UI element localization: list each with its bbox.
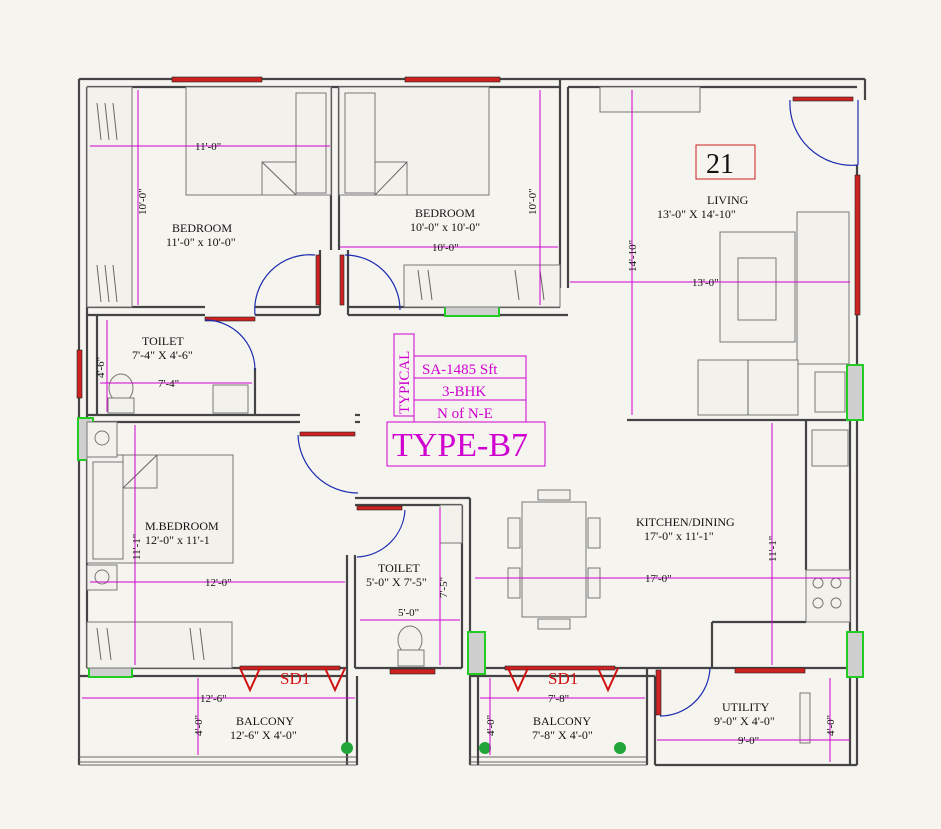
dimension-lines [82,90,850,762]
kitchen-height-dim: 11'-1" [767,536,779,562]
toilet1-name: TOILET [142,334,184,348]
master-width-dim: 12'-0" [205,577,232,589]
balcony2-size: 7'-8" X 4'-0" [532,728,593,742]
type-label: TYPE-B7 [392,427,528,464]
living-width-dim: 13'-0" [692,277,719,289]
kitchen-width-dim: 17'-0" [645,573,672,585]
unit-number-box [695,144,756,180]
bedroom1-name: BEDROOM [172,221,232,235]
toilet2-width-dim: 5'-0" [398,607,419,619]
living-size: 13'-0" X 14'-10" [657,207,736,221]
utility-size: 9'-0" X 4'-0" [714,714,775,728]
living-name: LIVING [707,193,749,207]
typical-label: TYPICAL [397,351,413,414]
toilet1-height-dim: 4'-6" [95,357,107,378]
bedroom2-name: BEDROOM [415,206,475,220]
toilet1-width-dim: 7'-4" [158,378,179,390]
area-label: SA-1485 Sft [422,362,498,378]
kitchen-size: 17'-0" x 11'-1" [644,529,714,543]
balcony2-height-dim: 4'-0" [485,715,497,736]
windows [76,76,861,716]
toilet2-height-dim: 7'-5" [438,577,450,598]
toilet1-size: 7'-4" X 4'-6" [132,348,193,362]
plan-info-block [386,333,546,467]
bhk-label: 3-BHK [442,384,486,400]
facing-label: N of N-E [437,406,493,422]
furniture [86,86,851,754]
balcony2-name: BALCONY [533,714,591,728]
toilet2-name: TOILET [378,561,420,575]
master-size: 12'-0" x 11'-1 [145,533,210,547]
door-swings [204,99,859,717]
bedroom1-height-dim: 10'-0" [137,188,149,215]
master-height-dim: 11'-1" [131,534,143,560]
balcony2-width-dim: 7'-8" [548,693,569,705]
kitchen-name: KITCHEN/DINING [636,515,735,529]
living-height-dim: 14'-10" [627,240,639,272]
bedroom1-width-dim: 11'-0" [195,141,221,153]
unit-number: 21 [706,149,734,180]
bedroom2-size: 10'-0" x 10'-0" [410,220,480,234]
bedroom1-size: 11'-0" x 10'-0" [166,235,236,249]
sd1-tag-right: SD1 [548,669,578,688]
balcony1-height-dim: 4'-0" [193,715,205,736]
master-name: M.BEDROOM [145,519,219,533]
utility-name: UTILITY [722,700,770,714]
sd1-tag-left: SD1 [280,669,310,688]
bedroom2-width-dim: 10'-0" [432,242,459,254]
utility-height-dim: 4'-0" [825,715,837,736]
balcony1-name: BALCONY [236,714,294,728]
balcony1-size: 12'-6" X 4'-0" [230,728,297,742]
bedroom2-height-dim: 10'-0" [527,188,539,215]
balcony1-width-dim: 12'-6" [200,693,227,705]
utility-width-dim: 9'-0" [738,735,759,747]
toilet2-size: 5'-0" X 7'-5" [366,575,427,589]
